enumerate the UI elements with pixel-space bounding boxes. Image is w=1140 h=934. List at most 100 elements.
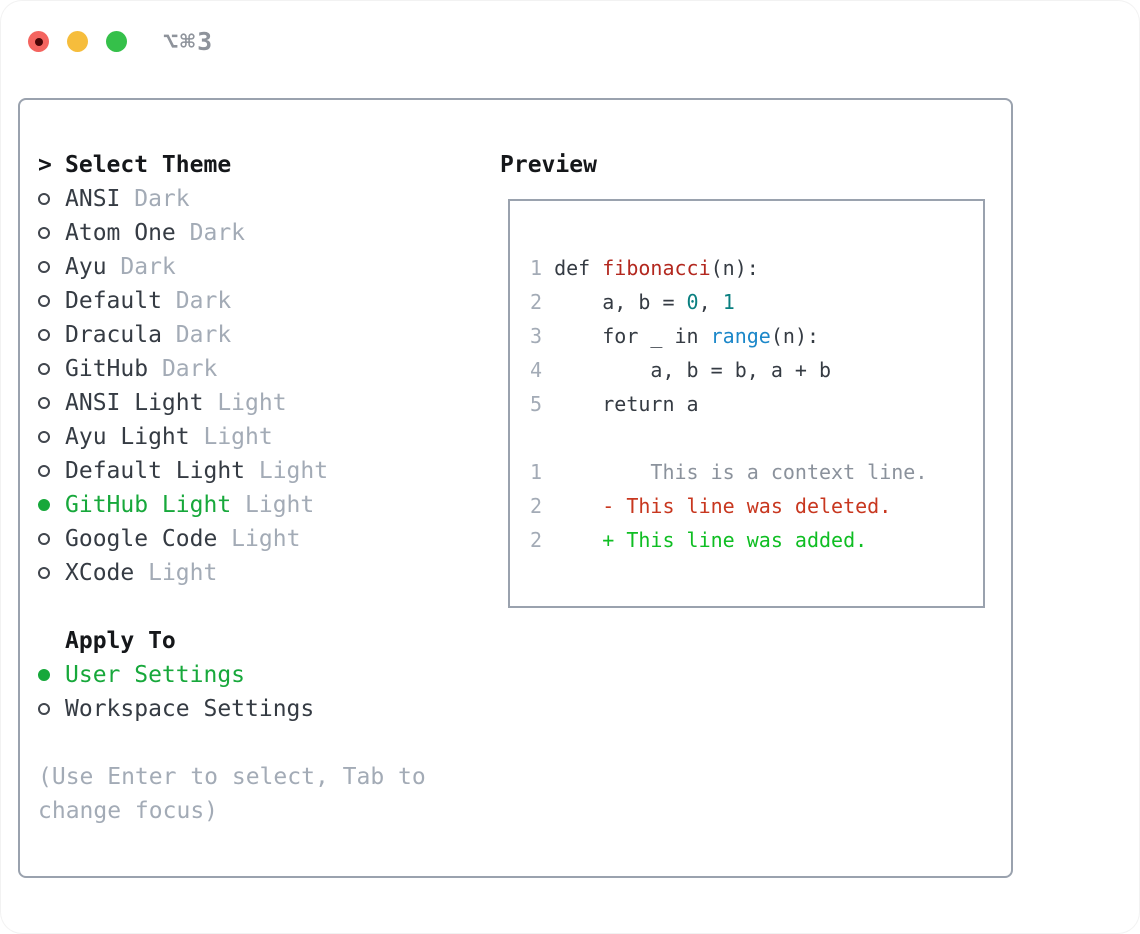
code-segment-function: fibonacci: [602, 256, 711, 280]
marker-col: [38, 669, 65, 681]
code-line: 5 return a: [530, 387, 983, 421]
theme-item-xcode[interactable]: XCode Light: [38, 556, 426, 590]
code-segment-plain: ,: [698, 290, 723, 314]
diff-line: 1 This is a context line.: [530, 455, 983, 489]
theme-item-github[interactable]: GitHub Dark: [38, 352, 426, 386]
marker-col: [38, 567, 65, 579]
theme-item-label: XCode: [65, 560, 135, 586]
code-segment-number: 1: [722, 290, 735, 314]
theme-item-ayu[interactable]: Ayu Dark: [38, 250, 426, 284]
theme-variant-label: Dark: [175, 220, 246, 246]
theme-variant-label: Dark: [161, 288, 232, 314]
radio-icon: [38, 533, 50, 545]
theme-item-label: ANSI Light: [65, 390, 204, 416]
theme-variant-label: Dark: [120, 186, 190, 212]
apply-item-workspace-settings[interactable]: Workspace Settings: [38, 692, 426, 726]
radio-selected-icon: [38, 669, 50, 681]
theme-item-google-code[interactable]: Google Code Light: [38, 522, 426, 556]
line-number: 2: [530, 494, 555, 518]
line-number: 4: [530, 358, 555, 382]
zoom-button[interactable]: [106, 31, 127, 52]
marker-col: [38, 703, 65, 715]
code-segment-added: + This line was added.: [602, 528, 868, 552]
radio-icon: [38, 431, 50, 443]
radio-icon: [38, 363, 50, 375]
theme-item-label: Ayu: [65, 254, 107, 280]
line-number: 3: [530, 324, 555, 348]
diff-line: 2 - This line was deleted.: [530, 489, 983, 523]
marker-col: [38, 431, 65, 443]
apply-to-label: Apply To: [65, 628, 176, 654]
apply-item-user-settings[interactable]: User Settings: [38, 658, 426, 692]
code-segment-plain: return a: [554, 392, 699, 416]
code-line: 1 def fibonacci(n):: [530, 251, 983, 285]
diff-line: 2 + This line was added.: [530, 523, 983, 557]
theme-item-label: ANSI: [65, 186, 121, 212]
apply-item-label: User Settings: [65, 662, 246, 688]
radio-icon: [38, 397, 50, 409]
code-segment-context: This is a context line.: [554, 460, 928, 484]
theme-item-default-light[interactable]: Default Light Light: [38, 454, 426, 488]
radio-icon: [38, 295, 50, 307]
close-button[interactable]: [28, 31, 49, 52]
theme-item-github-light[interactable]: GitHub Light Light: [38, 488, 426, 522]
line-number: 5: [530, 392, 555, 416]
line-number: 2: [530, 290, 555, 314]
theme-variant-label: Light: [217, 526, 301, 552]
window-title: ⌥⌘3: [163, 27, 215, 56]
code-segment-plain: (n):: [710, 256, 759, 280]
apply-item-label: Workspace Settings: [65, 696, 315, 722]
select-theme-label: Select Theme: [65, 152, 232, 178]
select-theme-header: > Select Theme: [38, 148, 426, 182]
theme-item-label: Default Light: [65, 458, 246, 484]
theme-item-ansi-light[interactable]: ANSI Light Light: [38, 386, 426, 420]
code-line: 2 a, b = 0, 1: [530, 285, 983, 319]
line-number: 1: [530, 460, 555, 484]
code-segment-plain: def: [554, 256, 603, 280]
radio-icon: [38, 567, 50, 579]
marker-col: [38, 533, 65, 545]
theme-variant-label: Light: [231, 492, 315, 518]
theme-item-default[interactable]: Default Dark: [38, 284, 426, 318]
preview-heading: Preview: [500, 152, 597, 178]
theme-item-label: Dracula: [65, 322, 162, 348]
code-segment-plain: a, b =: [554, 290, 687, 314]
code-segment-plain: a, b = b, a + b: [554, 358, 832, 382]
diff-preview: 1 This is a context line.2 - This line w…: [530, 455, 983, 557]
hint-text-line2: change focus): [38, 798, 219, 824]
marker-col: [38, 329, 65, 341]
radio-icon: [38, 261, 50, 273]
titlebar: ⌥⌘3: [28, 27, 214, 56]
focus-marker-icon: >: [38, 152, 52, 178]
theme-item-ansi[interactable]: ANSI Dark: [38, 182, 426, 216]
theme-item-ayu-light[interactable]: Ayu Light Light: [38, 420, 426, 454]
line-number: 2: [530, 528, 555, 552]
code-segment-deleted: - This line was deleted.: [602, 494, 892, 518]
theme-variant-label: Dark: [106, 254, 176, 280]
code-line: 4 a, b = b, a + b: [530, 353, 983, 387]
radio-icon: [38, 465, 50, 477]
marker-col: [38, 261, 65, 273]
code-segment-plain: for _ in: [554, 324, 711, 348]
marker-col: [38, 397, 65, 409]
code-segment-plain: [554, 528, 602, 552]
marker-col: [38, 295, 65, 307]
code-segment-plain: [554, 494, 602, 518]
code-segment-builtin: range: [710, 324, 771, 348]
radio-icon: [38, 703, 50, 715]
theme-item-atom-one[interactable]: Atom One Dark: [38, 216, 426, 250]
theme-variant-label: Light: [203, 390, 287, 416]
radio-icon: [38, 193, 50, 205]
line-number: 1: [530, 256, 555, 280]
code-segment-plain: (n):: [770, 324, 820, 348]
radio-icon: [38, 227, 50, 239]
theme-item-dracula[interactable]: Dracula Dark: [38, 318, 426, 352]
marker-col: [38, 465, 65, 477]
theme-variant-label: Light: [189, 424, 273, 450]
theme-variant-label: Dark: [161, 322, 232, 348]
apply-to-header: Apply To: [38, 624, 426, 658]
minimize-button[interactable]: [67, 31, 88, 52]
